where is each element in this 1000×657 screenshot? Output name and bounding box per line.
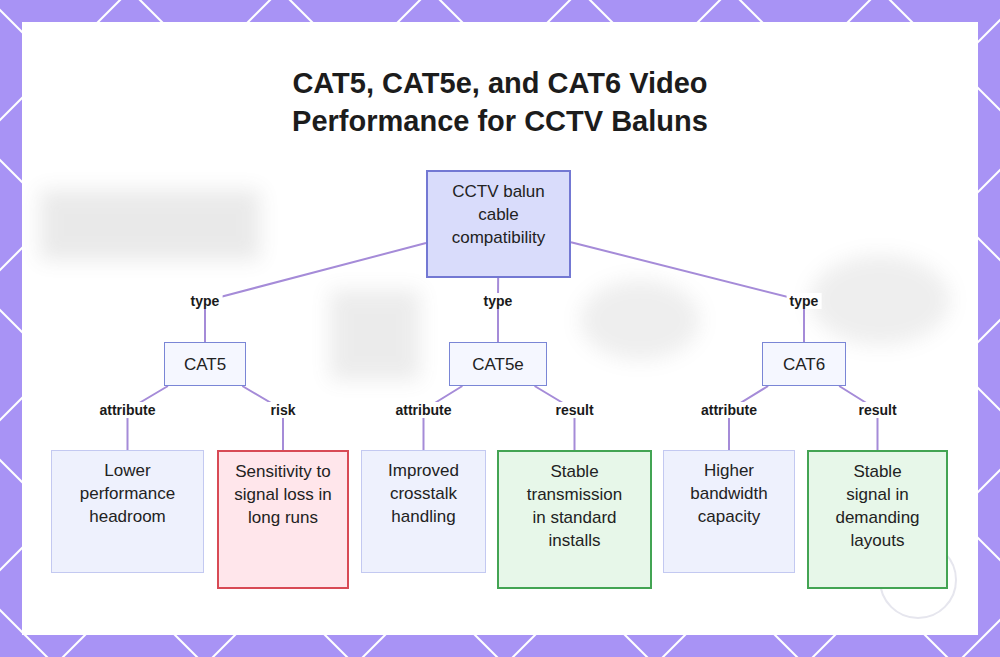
node-label: CAT6 — [771, 353, 837, 376]
edge-label: result — [552, 402, 596, 418]
edge-label: type — [188, 293, 223, 309]
backdrop-blob — [330, 290, 420, 380]
connector — [535, 386, 575, 450]
node-label: Improved crosstalk handling — [374, 459, 473, 528]
node-label: Stable signal in demanding layouts — [831, 460, 924, 552]
attribute-box: Higher bandwidth capacity — [663, 450, 795, 573]
backdrop-blob — [40, 190, 260, 260]
node-label: Higher bandwidth capacity — [676, 459, 782, 528]
edge-label: result — [855, 402, 899, 418]
edge-label: risk — [268, 402, 299, 418]
node-label: Stable transmission in standard installs — [519, 460, 630, 552]
connector — [424, 386, 463, 450]
risk-box: Sensitivity to signal loss in long runs — [217, 450, 349, 589]
attribute-box: Improved crosstalk handling — [361, 450, 486, 573]
edge-label: type — [481, 293, 516, 309]
node-label: CAT5 — [173, 353, 237, 376]
node-label: CCTV balun cable compatibility — [448, 180, 549, 249]
connector — [571, 242, 804, 342]
connector — [128, 386, 168, 450]
result-box: Stable transmission in standard installs — [497, 450, 652, 589]
backdrop-blob — [810, 255, 950, 345]
connector — [242, 386, 283, 450]
result-box: Stable signal in demanding layouts — [807, 450, 948, 589]
node-label: CAT5e — [458, 353, 538, 376]
connector — [497, 278, 499, 342]
connector — [729, 386, 768, 450]
panel — [22, 22, 978, 635]
edge-label: attribute — [393, 402, 455, 418]
connector — [205, 243, 426, 342]
backdrop-blob — [580, 280, 700, 360]
type-box: CAT6 — [762, 342, 846, 386]
edge-label: attribute — [698, 402, 760, 418]
edge-label: attribute — [97, 402, 159, 418]
type-box: CAT5e — [449, 342, 547, 386]
type-box: CAT5 — [164, 342, 246, 386]
connector — [839, 386, 877, 450]
attribute-box: Lower performance headroom — [51, 450, 204, 573]
diagram-title: CAT5, CAT5e, and CAT6 Video Performance … — [250, 64, 750, 140]
node-label: Lower performance headroom — [64, 459, 191, 528]
edge-label: type — [787, 293, 822, 309]
node-label: Sensitivity to signal loss in long runs — [229, 460, 337, 529]
root-box: CCTV balun cable compatibility — [426, 170, 571, 278]
